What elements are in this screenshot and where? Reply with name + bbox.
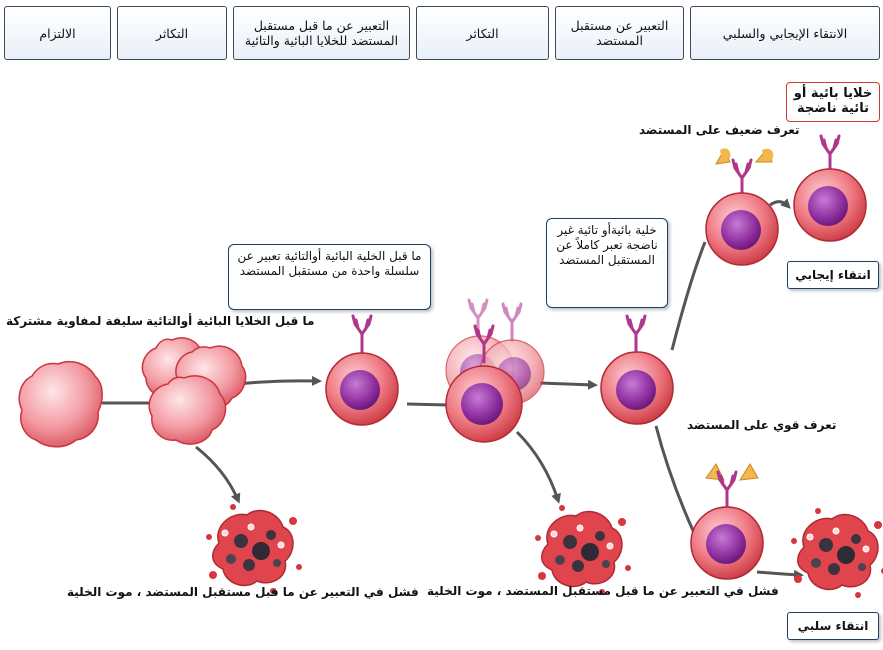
header-proliferation-1: التكاثر (117, 6, 227, 60)
immature-cell (600, 314, 674, 425)
label-fail-left: فشل في التعبير عن ما قبل مستقبل المستضد … (67, 585, 419, 599)
pre-cells-cluster (141, 337, 247, 445)
arrow-pre-to-death (195, 445, 241, 504)
dying-cell-right (790, 507, 883, 599)
dying-cell-mid (534, 504, 632, 596)
header-commitment: الالتزام (4, 6, 111, 60)
mature-cells-box: خلايا بائية أو تائية ناضجة (786, 82, 880, 122)
proliferating-cells (445, 298, 545, 443)
header-proliferation-2: التكاثر (416, 6, 549, 60)
negative-selection-box: انتقاء سلبي (787, 612, 879, 640)
note-immature: خلية بائيةأو تائية غير ناضجة تعبر كاملاً… (546, 218, 668, 308)
arrow-weak-to-mature (769, 198, 791, 209)
positive-selection-box: انتقاء إيجابي (787, 261, 879, 289)
pre-receptor-cell (325, 314, 399, 426)
arrow-proliferation-to-immature (539, 379, 598, 390)
label-strong-recognition: تعرف قوي على المستضد (687, 418, 837, 432)
header-pre-receptor-expression: التعبير عن ما قبل مستقبل المستضد للخلايا… (233, 6, 410, 60)
arrow-proliferation-to-death (515, 430, 561, 504)
arrow-strong-to-death (756, 569, 804, 580)
weak-recognition-cell (705, 148, 779, 266)
arrow-prereceptor-to-proliferation (406, 402, 449, 407)
strong-recognition-cell (690, 463, 764, 580)
mature-cell (793, 134, 867, 242)
label-pre-cells: ما قبل الخلايا البائية أوالتائية (146, 314, 315, 328)
progenitor-cell (18, 360, 103, 448)
dying-cell-left (205, 503, 303, 595)
header-positive-negative-selection: الانتقاء الإيجابي والسلبي (690, 6, 880, 60)
label-fail-mid: فشل في التعبير عن ما قبل مستقبل المستضد … (427, 584, 779, 598)
label-progenitor: سليفة لمفاوية مشتركة (6, 314, 144, 328)
label-weak-recognition: تعرف ضعيف على المستضد (639, 123, 800, 137)
arrow-immature-to-weak (670, 241, 707, 351)
arrow-immature-to-strong (654, 425, 697, 536)
header-antigen-receptor-expression: التعبير عن مستقبل المستضد (555, 6, 684, 60)
note-pre-receptor: ما قبل الخلية البائية أوالتائية تعبير عن… (228, 244, 431, 310)
